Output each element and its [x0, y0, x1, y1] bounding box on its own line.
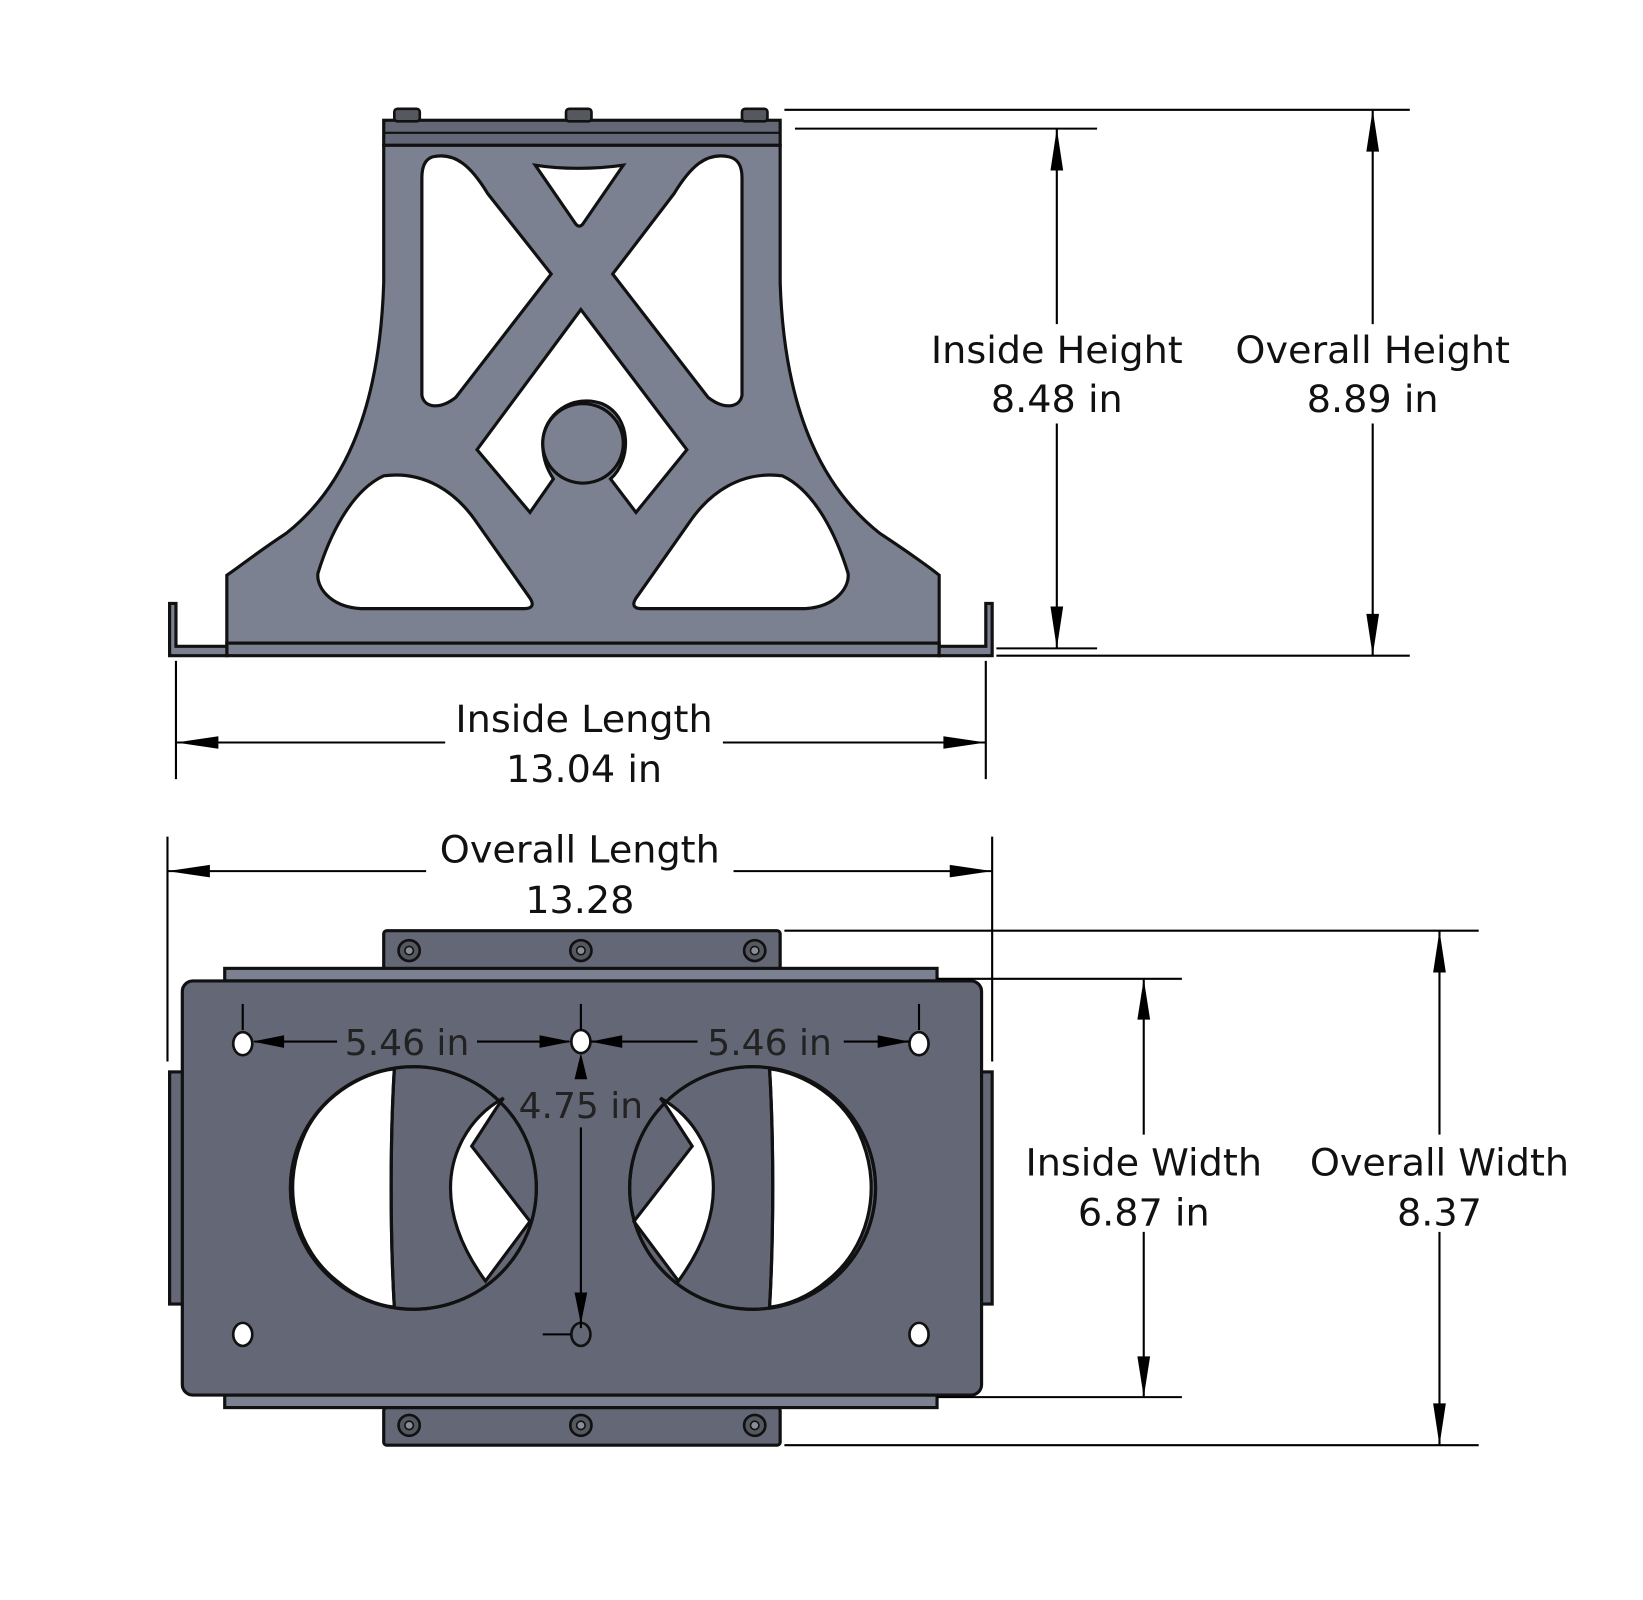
dimension-inside-height: Inside Height 8.48 in [795, 127, 1183, 650]
overall-height-label: Overall Height [1235, 328, 1510, 372]
overall-height-value: 8.89 in [1307, 377, 1439, 421]
inside-height-label: Inside Height [931, 328, 1183, 372]
overall-length-label: Overall Length [440, 828, 720, 872]
cutout-upper-left [420, 154, 554, 408]
dimension-inside-length: Inside Length 13.04 in [174, 660, 987, 791]
dimension-overall-height: Overall Height 8.89 in [784, 108, 1510, 657]
cutout-lower-left [316, 473, 534, 611]
dimension-hole-spacing-right: 5.46 in [590, 1003, 921, 1064]
top-view: 5.46 in 5.46 in 4.75 in [168, 929, 994, 1447]
left-flange [168, 601, 229, 658]
inside-length-label: Inside Length [455, 697, 712, 741]
overall-width-value: 8.37 [1397, 1191, 1482, 1235]
bolt-icon [397, 938, 767, 1438]
center-boss [541, 402, 625, 485]
right-round-cutout [628, 1065, 878, 1311]
base-plate [225, 641, 941, 658]
cutout-center-diamond [474, 306, 689, 516]
top-rail [223, 966, 939, 983]
overall-length-value: 13.28 [525, 878, 634, 922]
cutout-top-triangle [531, 163, 627, 228]
hole-spacing-left-value: 5.46 in [345, 1023, 470, 1064]
overall-width-label: Overall Width [1310, 1141, 1569, 1185]
inside-width-label: Inside Width [1025, 1141, 1262, 1185]
hole-vertical-spacing-value: 4.75 in [519, 1086, 644, 1127]
right-flange [937, 601, 994, 658]
hole-spacing-right-value: 5.46 in [707, 1023, 832, 1064]
bottom-rail [223, 1393, 939, 1410]
side-view [168, 107, 994, 658]
cutout-upper-right [610, 154, 744, 408]
dimension-overall-length: Overall Length 13.28 [166, 828, 994, 1062]
inside-height-value: 8.48 in [991, 377, 1123, 421]
inside-length-value: 13.04 in [506, 747, 662, 791]
dimension-overall-width: Overall Width 8.37 [784, 929, 1569, 1447]
left-round-cutout [288, 1065, 538, 1311]
dimension-inside-width: Inside Width 6.87 in [937, 977, 1262, 1399]
dimension-hole-spacing-left: 5.46 in [241, 1003, 582, 1064]
dimension-hole-vertical-spacing: 4.75 in [519, 1053, 644, 1336]
inside-width-value: 6.87 in [1078, 1191, 1210, 1235]
cutout-lower-right [632, 473, 850, 611]
